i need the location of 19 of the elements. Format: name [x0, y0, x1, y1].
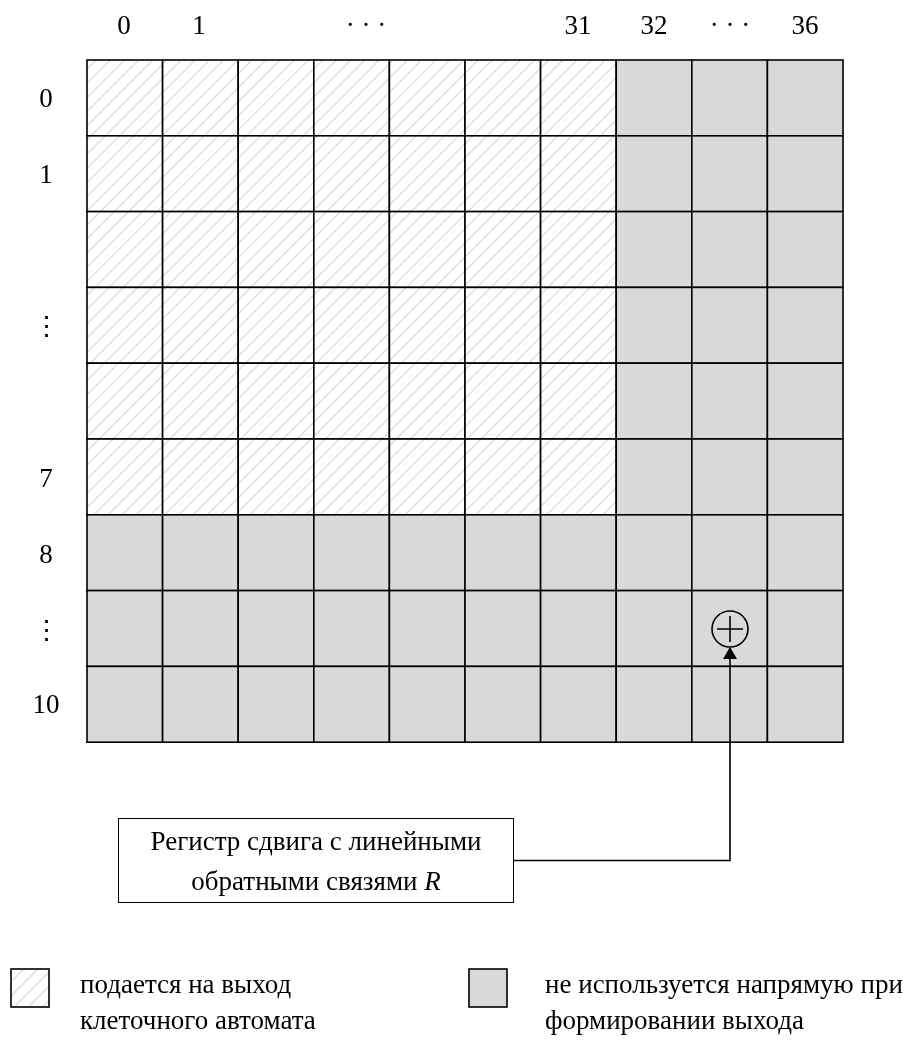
column-index: 1 — [192, 10, 206, 40]
column-index: 32 — [640, 10, 668, 40]
legend-label: не используется напрямую при формировании выхода — [545, 968, 903, 1037]
column-index: 0 — [117, 10, 131, 40]
row-index: 8 — [39, 539, 53, 569]
process-box: Регистр сдвига с линейными обратными связями R — [118, 818, 514, 903]
row-index: ⋮ — [32, 615, 60, 645]
row-index: 0 — [39, 83, 53, 113]
row-index: 7 — [39, 463, 53, 493]
row-index: 1 — [39, 159, 53, 189]
xor-symbol — [711, 610, 749, 648]
row-index: ⋮ — [32, 311, 60, 341]
arrow — [513, 647, 737, 862]
row-index: 10 — [32, 689, 60, 719]
column-index: 36 — [791, 10, 819, 40]
column-index: · · · — [345, 10, 387, 40]
column-index: 31 — [564, 10, 592, 40]
column-index: · · · — [709, 10, 751, 40]
legend-label: подается на выход клеточного автомата — [80, 968, 317, 1037]
